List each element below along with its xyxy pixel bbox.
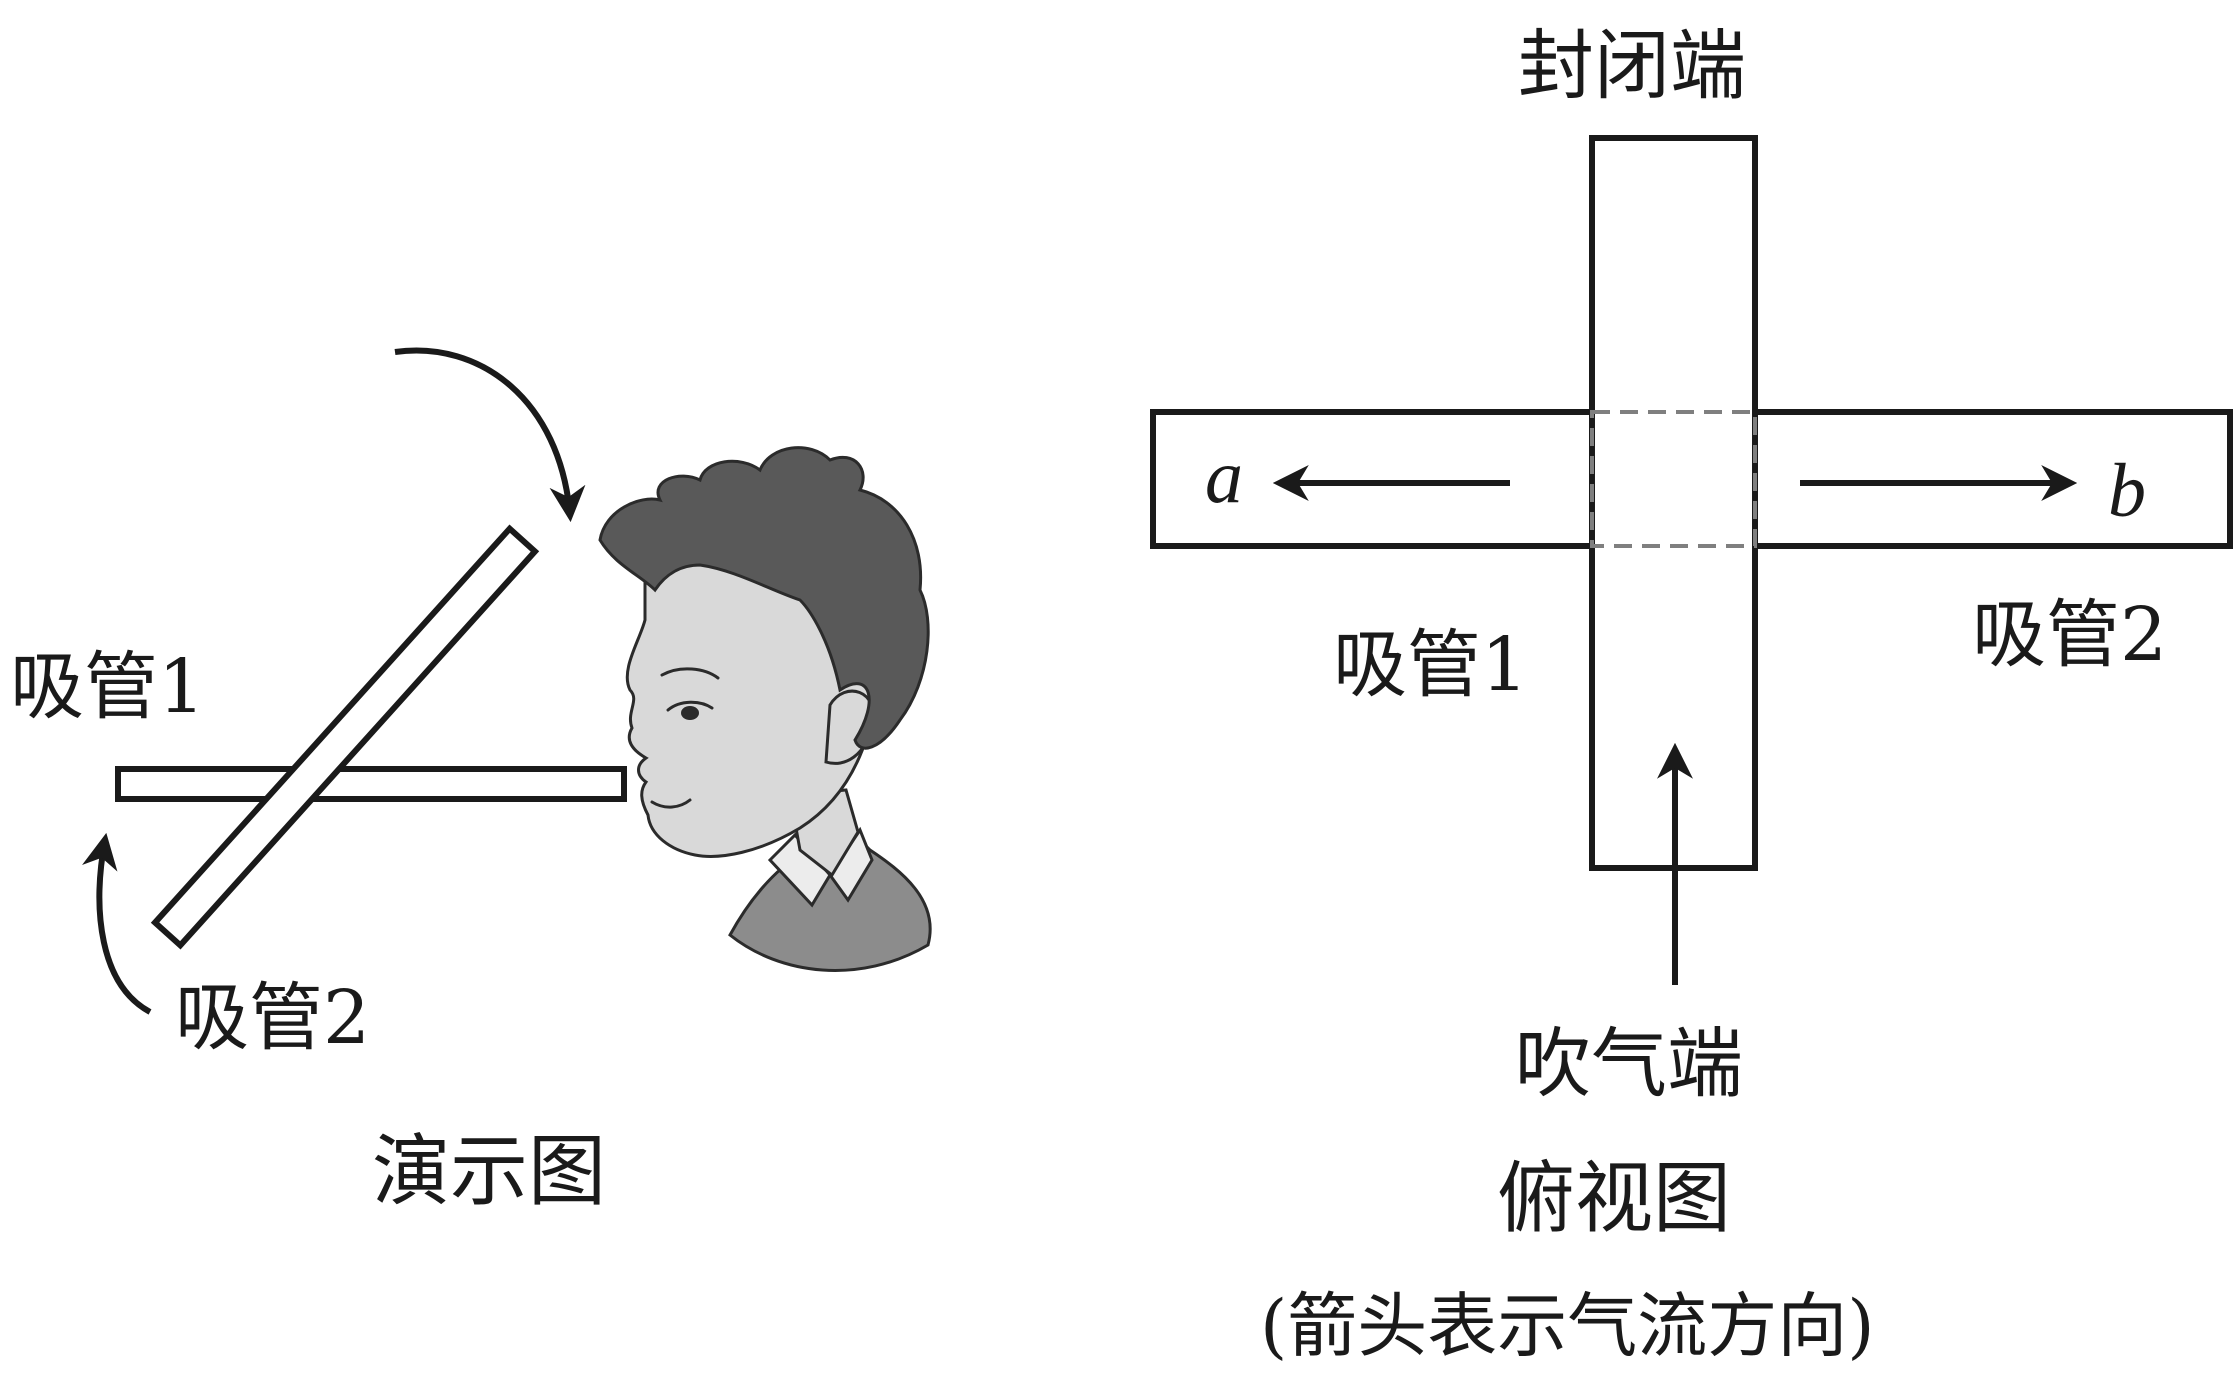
top-view-panel: a b 封闭端 吸管1 吸管2 吹气端 俯视图 (箭头表示气流方向) bbox=[1150, 21, 2233, 1367]
crossing-fill bbox=[1595, 415, 1752, 543]
top-view-caption: 俯视图 bbox=[1497, 1154, 1731, 1244]
demo-tube1-label: 吸管1 bbox=[10, 644, 205, 730]
straw-2-demo bbox=[150, 524, 540, 950]
mouth-shape bbox=[650, 798, 692, 809]
demonstration-panel: 吸管1 吸管2 演示图 bbox=[10, 347, 932, 1217]
demo-caption: 演示图 bbox=[372, 1127, 606, 1217]
rotation-arrow-bottom bbox=[82, 832, 152, 1015]
eyebrow-shape bbox=[660, 667, 720, 680]
blow-end-label: 吹气端 bbox=[1515, 1019, 1743, 1108]
boy-head-illustration bbox=[598, 446, 932, 972]
end-b-label: b bbox=[2108, 449, 2146, 533]
top-tube1-label: 吸管1 bbox=[1333, 622, 1528, 708]
pupil bbox=[681, 706, 699, 720]
demo-tube2-label: 吸管2 bbox=[175, 975, 370, 1061]
eye-shape bbox=[666, 700, 714, 712]
intersection-dashed-box bbox=[1590, 410, 1757, 548]
top-view-note: (箭头表示气流方向) bbox=[1260, 1285, 1875, 1367]
straw-1-demo bbox=[115, 766, 627, 802]
hair-shape bbox=[598, 446, 930, 750]
top-tube2-label: 吸管2 bbox=[1972, 592, 2167, 678]
end-a-label: a bbox=[1205, 435, 1243, 519]
closed-end-label: 封闭端 bbox=[1518, 21, 1746, 110]
rotation-arrow-top bbox=[394, 347, 586, 523]
